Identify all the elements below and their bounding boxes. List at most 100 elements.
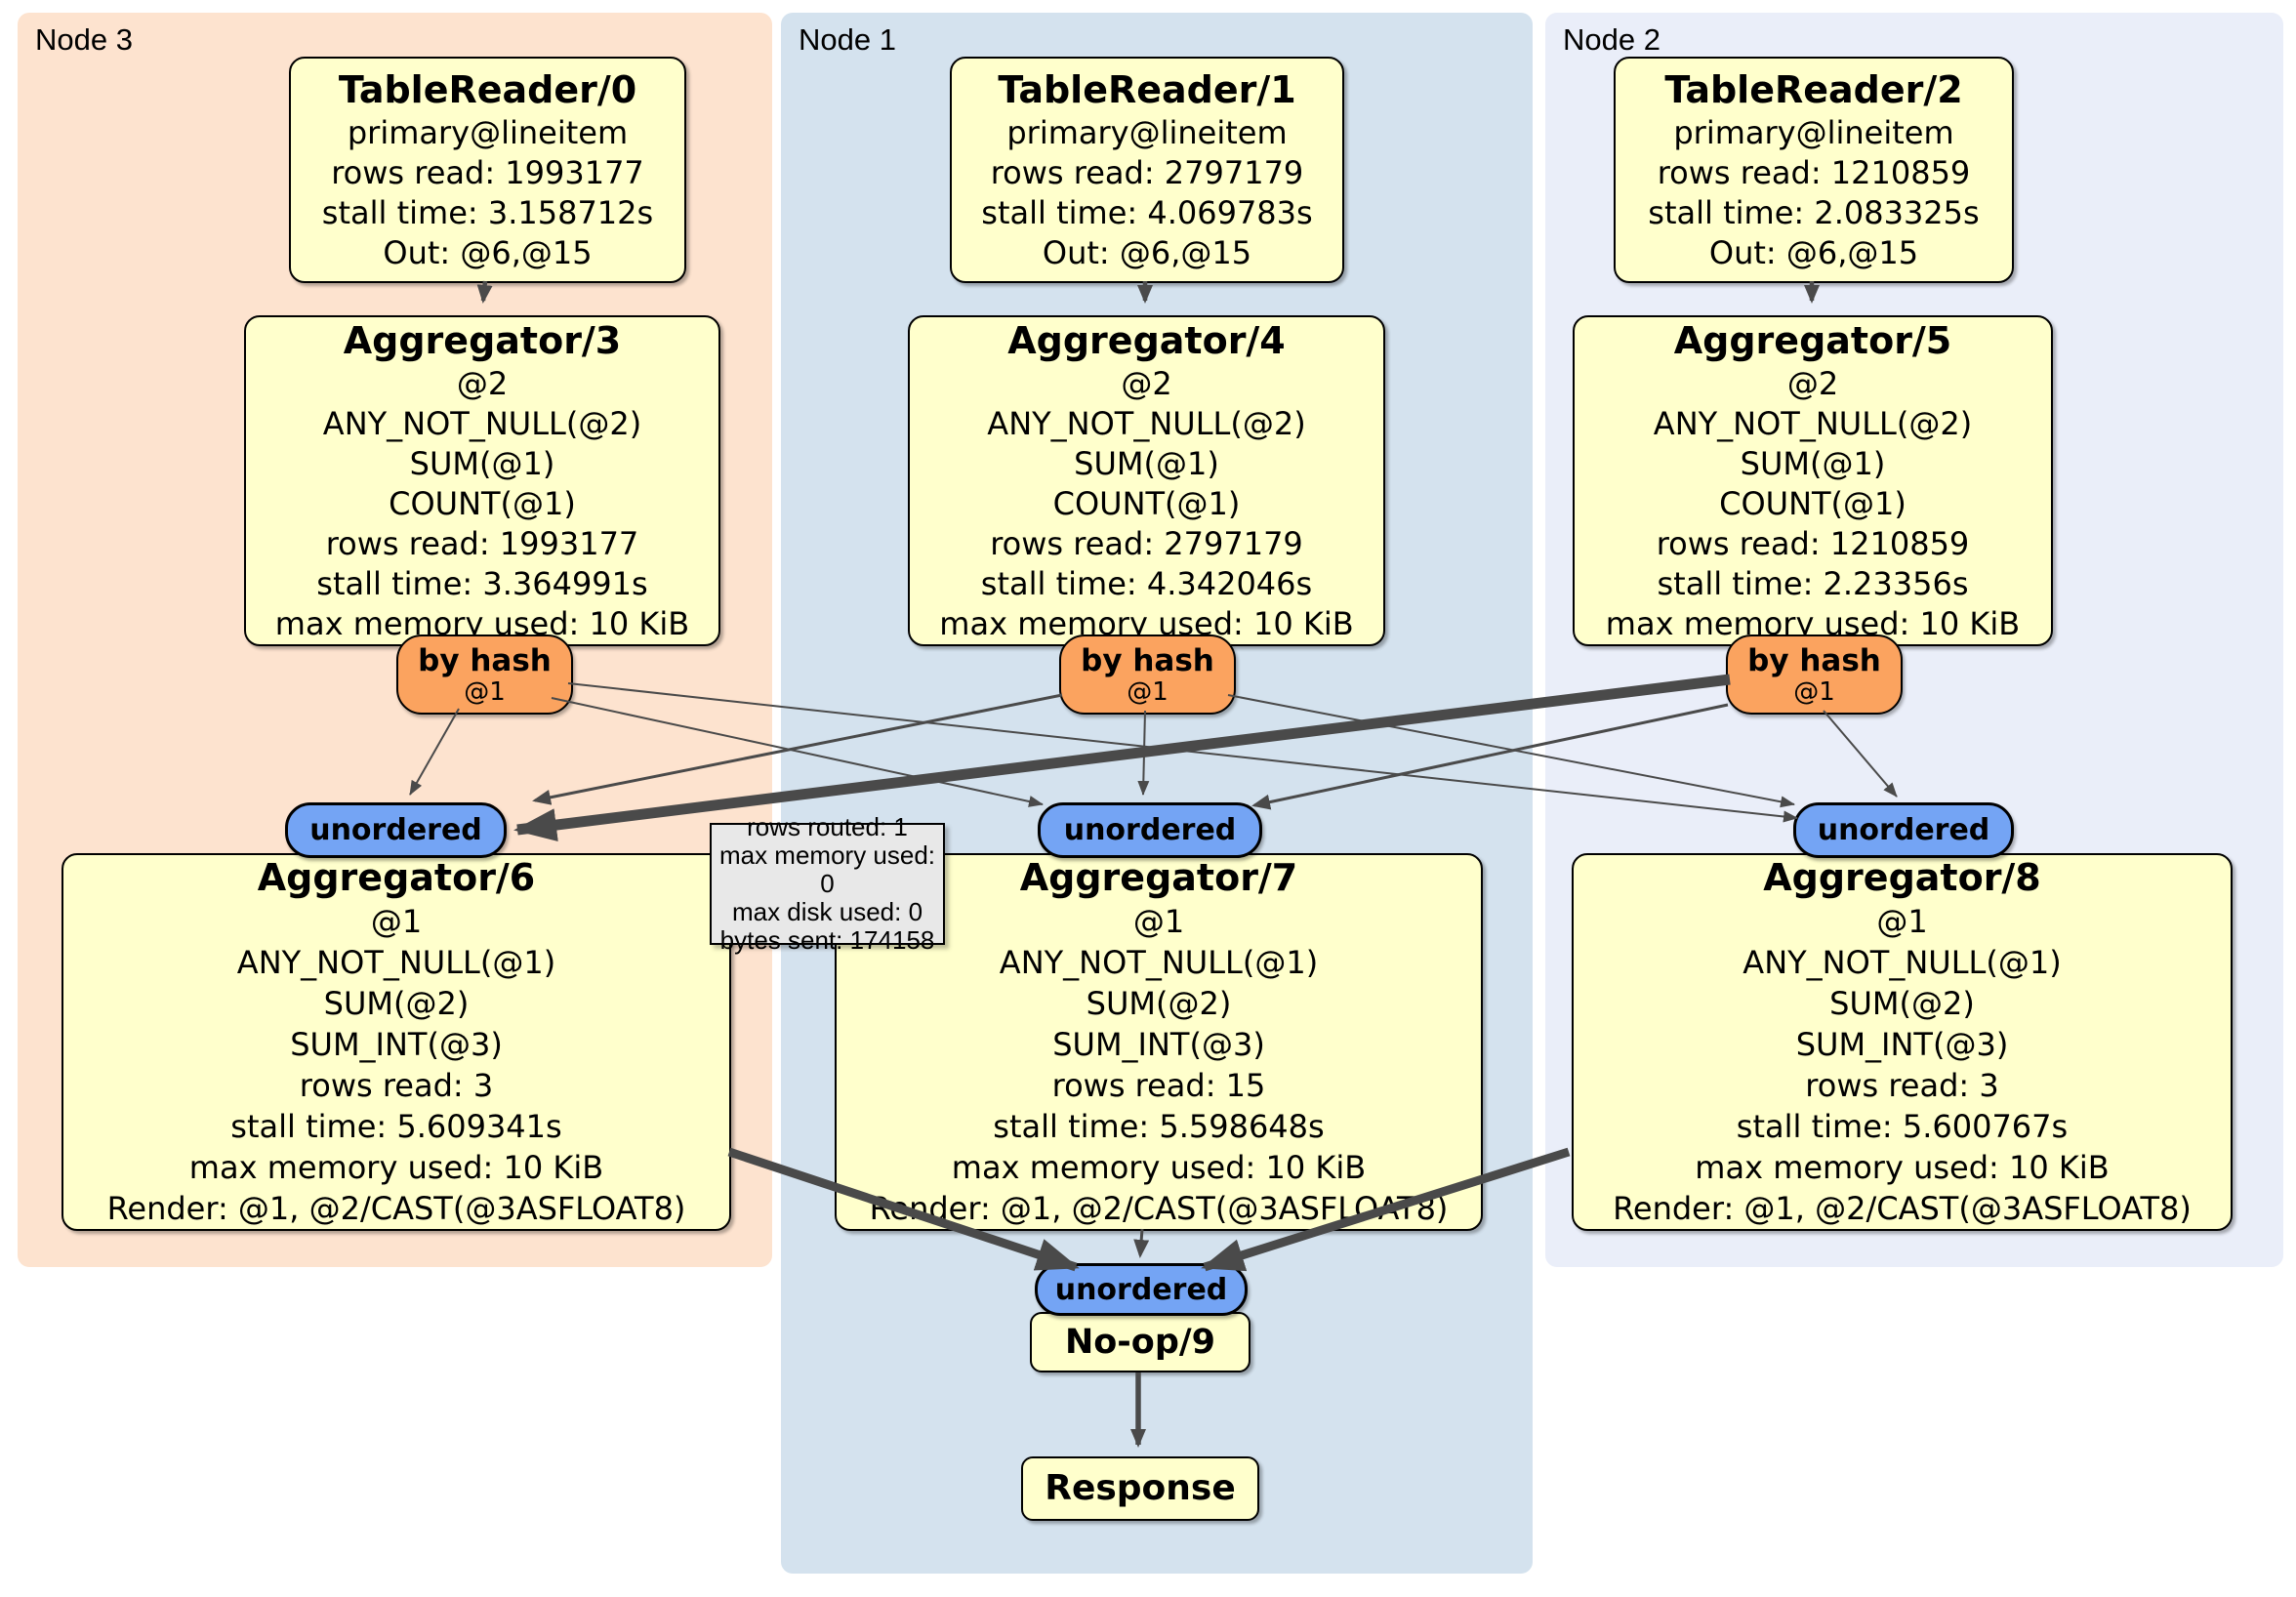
stat-line: SUM(@1): [1074, 444, 1219, 482]
sync-label: unordered: [1063, 813, 1237, 847]
stat-line: Render: @1, @2/CAST(@3ASFLOAT8): [1613, 1190, 2192, 1227]
box-title: TableReader/2: [1664, 67, 1963, 111]
table-reader-0-box[interactable]: TableReader/0 primary@lineitem rows read…: [289, 57, 686, 283]
sync-label: unordered: [1054, 1272, 1228, 1307]
stat-line: rows read: 1993177: [325, 524, 639, 562]
box-title: No-op/9: [1064, 1323, 1216, 1362]
node3-label: Node 3: [35, 22, 133, 57]
stat-line: stall time: 5.609341s: [230, 1108, 562, 1145]
aggregator-6-box[interactable]: Aggregator/6 @1 ANY_NOT_NULL(@1) SUM(@2)…: [62, 853, 731, 1231]
stat-line: stall time: 3.364991s: [316, 564, 648, 602]
router-key: @1: [1127, 677, 1168, 707]
stat-line: ANY_NOT_NULL(@1): [999, 944, 1319, 981]
stat-line: SUM_INT(@3): [1052, 1026, 1265, 1063]
box-title: TableReader/0: [338, 67, 637, 111]
aggregator-3-box[interactable]: Aggregator/3 @2 ANY_NOT_NULL(@2) SUM(@1)…: [244, 315, 720, 646]
box-title: Response: [1045, 1468, 1236, 1508]
noop-box[interactable]: No-op/9: [1030, 1312, 1250, 1372]
stat-line: stall time: 2.083325s: [1648, 193, 1980, 231]
stat-line: primary@lineitem: [1006, 113, 1288, 151]
stat-line: SUM(@1): [409, 444, 555, 482]
stat-line: stall time: 4.342046s: [980, 564, 1313, 602]
stat-line: stall time: 2.23356s: [1657, 564, 1969, 602]
stat-line: max memory used: 10 KiB: [951, 1149, 1367, 1186]
router-key: @1: [1793, 677, 1835, 707]
unordered-sync-final[interactable]: unordered: [1035, 1263, 1248, 1316]
box-title: Aggregator/7: [1019, 856, 1298, 899]
stat-line: Out: @6,@15: [383, 233, 593, 271]
stat-line: @1: [1132, 903, 1185, 940]
box-title: Aggregator/8: [1763, 856, 2041, 899]
aggregator-4-box[interactable]: Aggregator/4 @2 ANY_NOT_NULL(@2) SUM(@1)…: [908, 315, 1385, 646]
stat-line: primary@lineitem: [347, 113, 629, 151]
stat-line: @1: [1876, 903, 1928, 940]
box-title: Aggregator/5: [1673, 318, 1952, 362]
stat-line: rows read: 15: [1051, 1067, 1266, 1104]
unordered-sync-node1[interactable]: unordered: [1038, 802, 1262, 858]
stat-line: COUNT(@1): [1719, 484, 1906, 522]
stat-line: ANY_NOT_NULL(@2): [322, 404, 642, 442]
router-key: @1: [464, 677, 506, 707]
aggregator-5-box[interactable]: Aggregator/5 @2 ANY_NOT_NULL(@2) SUM(@1)…: [1573, 315, 2053, 646]
stat-line: rows read: 2797179: [990, 153, 1304, 191]
stat-line: SUM(@2): [1086, 985, 1232, 1022]
stream-tooltip: rows routed: 1 max memory used: 0 max di…: [710, 813, 945, 955]
node2-label: Node 2: [1563, 22, 1660, 57]
stat-line: SUM(@2): [1829, 985, 1975, 1022]
stat-line: Out: @6,@15: [1708, 233, 1919, 271]
hash-router-node3[interactable]: by hash @1: [396, 635, 573, 715]
stat-line: SUM_INT(@3): [1795, 1026, 2009, 1063]
router-label: by hash: [1747, 643, 1881, 678]
stat-line: stall time: 3.158712s: [321, 193, 654, 231]
stat-line: Out: @6,@15: [1042, 233, 1252, 271]
router-label: by hash: [418, 643, 552, 678]
stat-line: ANY_NOT_NULL(@2): [1653, 404, 1973, 442]
stat-line: ANY_NOT_NULL(@1): [1742, 944, 2062, 981]
box-title: Aggregator/4: [1007, 318, 1286, 362]
stat-line: @2: [1121, 364, 1172, 402]
stat-line: rows read: 3: [1805, 1067, 1999, 1104]
stat-line: SUM(@1): [1740, 444, 1886, 482]
unordered-sync-node3[interactable]: unordered: [285, 802, 507, 858]
stat-line: rows read: 2797179: [990, 524, 1303, 562]
sync-label: unordered: [309, 813, 482, 847]
table-reader-2-box[interactable]: TableReader/2 primary@lineitem rows read…: [1614, 57, 2014, 283]
tooltip-line: max memory used: 0: [718, 840, 936, 898]
stat-line: @2: [456, 364, 509, 402]
stat-line: COUNT(@1): [1052, 484, 1241, 522]
box-title: Aggregator/6: [257, 856, 536, 899]
hash-router-node2[interactable]: by hash @1: [1726, 635, 1903, 715]
tooltip-line: max disk used: 0: [731, 897, 923, 926]
tooltip-line: rows routed: 1: [747, 812, 908, 841]
response-box[interactable]: Response: [1021, 1456, 1259, 1521]
stat-line: rows read: 1210859: [1656, 524, 1970, 562]
stat-line: max memory used: 10 KiB: [1695, 1149, 2110, 1186]
stat-line: max memory used: 10 KiB: [188, 1149, 604, 1186]
stat-line: ANY_NOT_NULL(@2): [987, 404, 1306, 442]
table-reader-1-box[interactable]: TableReader/1 primary@lineitem rows read…: [950, 57, 1344, 283]
hash-router-node1[interactable]: by hash @1: [1059, 635, 1236, 715]
box-title: Aggregator/3: [343, 318, 622, 362]
stat-line: rows read: 1993177: [331, 153, 644, 191]
stat-line: ANY_NOT_NULL(@1): [236, 944, 556, 981]
box-title: TableReader/1: [998, 67, 1296, 111]
stat-line: stall time: 5.600767s: [1736, 1108, 2069, 1145]
stat-line: SUM(@2): [323, 985, 470, 1022]
stat-line: rows read: 3: [299, 1067, 494, 1104]
stat-line: Render: @1, @2/CAST(@3ASFLOAT8): [869, 1190, 1449, 1227]
tooltip-line: bytes sent: 174158: [719, 925, 935, 955]
unordered-sync-node2[interactable]: unordered: [1793, 802, 2014, 858]
stat-line: SUM_INT(@3): [290, 1026, 503, 1063]
node1-label: Node 1: [799, 22, 896, 57]
stat-line: @2: [1786, 364, 1839, 402]
sync-label: unordered: [1817, 813, 1990, 847]
stat-line: COUNT(@1): [389, 484, 576, 522]
router-label: by hash: [1081, 643, 1214, 678]
stat-line: @1: [370, 903, 423, 940]
stat-line: primary@lineitem: [1673, 113, 1954, 151]
aggregator-8-box[interactable]: Aggregator/8 @1 ANY_NOT_NULL(@1) SUM(@2)…: [1572, 853, 2233, 1231]
stat-line: Render: @1, @2/CAST(@3ASFLOAT8): [106, 1190, 686, 1227]
stat-line: rows read: 1210859: [1657, 153, 1971, 191]
stat-line: stall time: 5.598648s: [993, 1108, 1325, 1145]
stat-line: stall time: 4.069783s: [981, 193, 1313, 231]
